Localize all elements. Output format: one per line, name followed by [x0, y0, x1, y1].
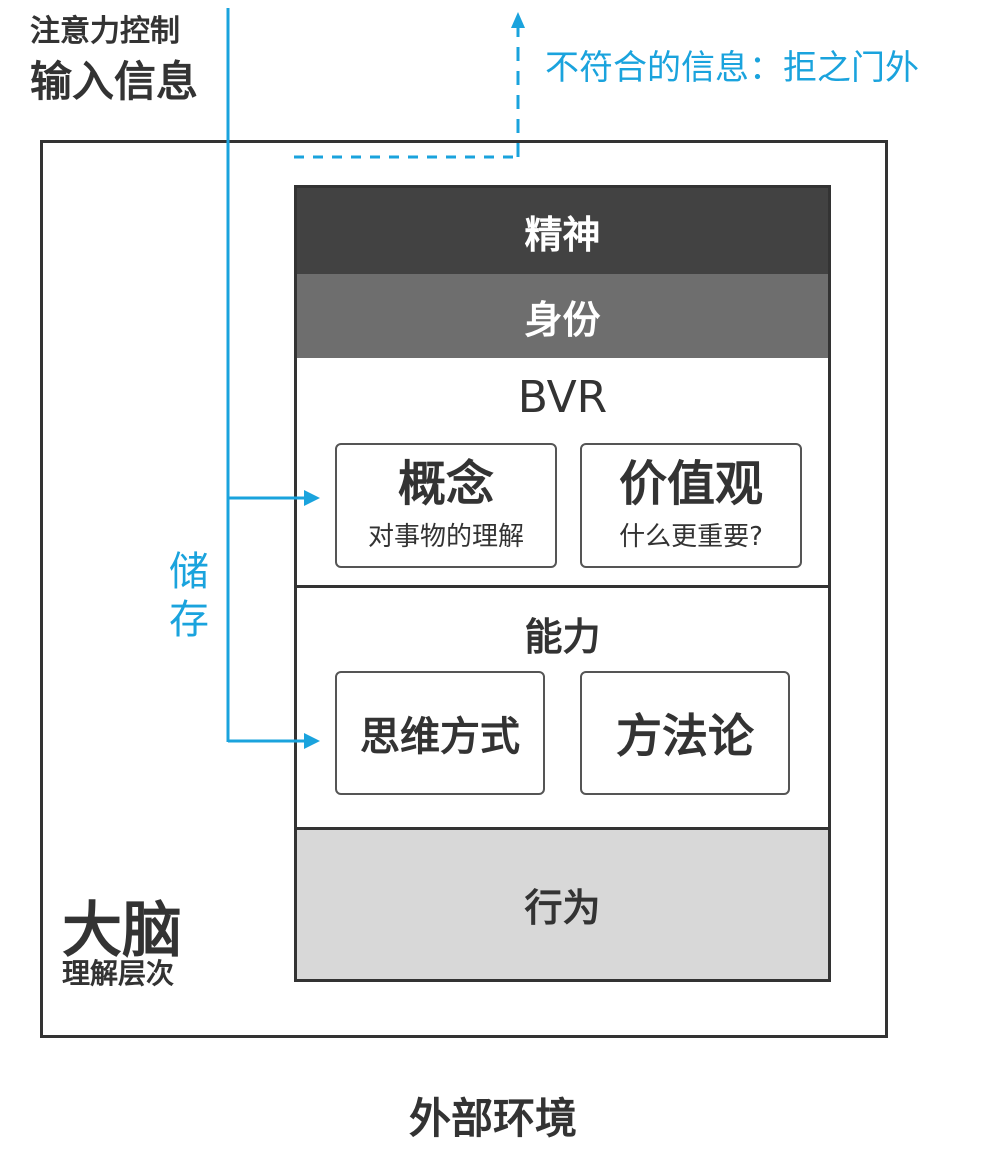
- arrow-up-icon: [511, 12, 525, 28]
- brain-subtitle: 理解层次: [62, 957, 175, 990]
- level-identity: 身份: [297, 274, 828, 358]
- level-spirit: 精神: [297, 188, 828, 274]
- attention-control-label: 注意力控制: [30, 14, 180, 49]
- values-desc: 什么更重要?: [619, 522, 763, 553]
- input-info-label: 输入信息: [30, 57, 199, 106]
- logical-levels-stack: 精神 身份 BVR 概念 对事物的理解 价值观 什么更重要? 能力 思维方式 方…: [294, 185, 831, 982]
- brain-box: [40, 140, 888, 1038]
- values-title: 价值观: [618, 455, 763, 512]
- level-behavior: 行为: [297, 830, 828, 979]
- methodology-label: 方法论: [616, 709, 754, 763]
- concept-title: 概念: [397, 455, 494, 512]
- level-ability: 能力 思维方式 方法论: [297, 588, 828, 830]
- rejected-info-label: 不符合的信息：拒之门外: [545, 48, 919, 88]
- values-card: 价值观 什么更重要?: [580, 443, 802, 568]
- level-bvr: BVR 概念 对事物的理解 价值观 什么更重要?: [297, 358, 828, 588]
- thinking-label: 思维方式: [360, 714, 520, 760]
- concept-card: 概念 对事物的理解: [335, 443, 557, 568]
- concept-desc: 对事物的理解: [367, 522, 524, 553]
- methodology-card: 方法论: [580, 671, 790, 795]
- thinking-card: 思维方式: [335, 671, 545, 795]
- arrow-right-icon: [304, 733, 320, 749]
- external-environment-label: 外部环境: [408, 1094, 577, 1143]
- ability-title: 能力: [524, 615, 601, 659]
- arrow-right-icon: [304, 490, 320, 506]
- brain-title: 大脑: [62, 896, 182, 966]
- bvr-title: BVR: [517, 372, 608, 423]
- store-label: 储存: [169, 549, 209, 643]
